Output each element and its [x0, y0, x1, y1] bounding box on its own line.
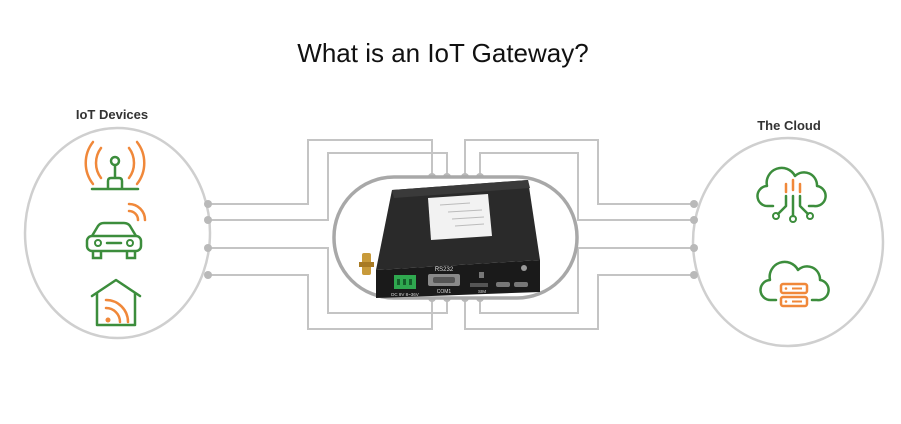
connected-car-icon — [85, 202, 147, 260]
cloud-container — [691, 136, 885, 348]
power-label: DC 9V 8~36V — [391, 292, 419, 297]
device-label-sticker — [428, 194, 492, 240]
diagram-title: What is an IoT Gateway? — [297, 38, 588, 68]
connector-left-2 — [208, 152, 448, 221]
antenna-tower-icon — [84, 140, 146, 191]
cloud-server-icon — [759, 260, 830, 308]
usb-port-2 — [514, 282, 528, 287]
connector-right-4 — [464, 274, 694, 330]
connector-right-2 — [479, 152, 694, 221]
connector-right-1 — [464, 139, 694, 205]
cloud-circuit-icon — [756, 166, 827, 223]
sim-label: SIM — [478, 289, 486, 294]
connector-left-3 — [208, 247, 448, 314]
smart-home-icon — [90, 278, 142, 327]
connector-lines — [208, 139, 694, 330]
sim-slot — [470, 283, 488, 287]
connector-left-4 — [208, 274, 433, 330]
iot-devices-label: IoT Devices — [76, 107, 148, 122]
rs232-label: RS232 — [435, 267, 454, 273]
status-led — [479, 272, 484, 278]
cloud-label: The Cloud — [757, 118, 821, 133]
connector-left-1 — [208, 139, 433, 205]
usb-port-1 — [496, 282, 510, 287]
gateway-device: DC 9V 8~36V RS232 COM1 SIM — [359, 180, 540, 298]
device-screw — [521, 265, 527, 271]
connector-right-3 — [479, 247, 694, 314]
iot-devices-container — [23, 126, 212, 340]
com1-label: COM1 — [437, 289, 452, 295]
